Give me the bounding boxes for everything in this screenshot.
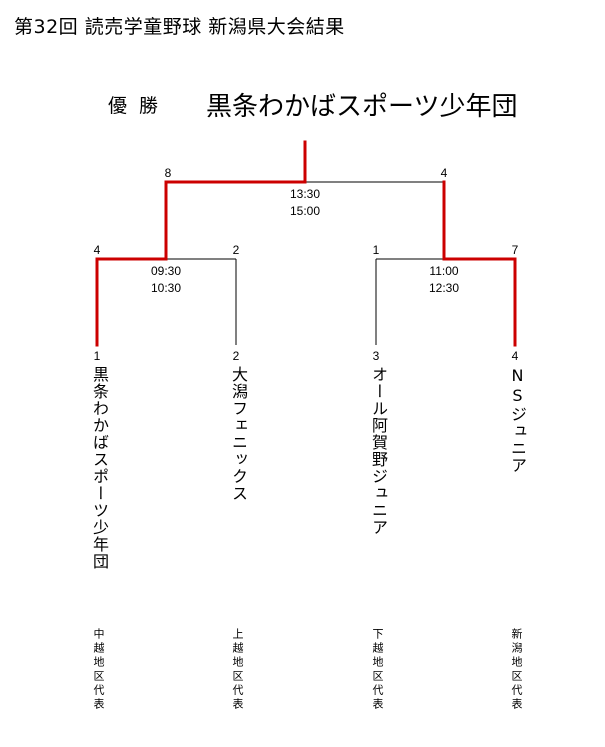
team4-name: NSジュニア (508, 366, 527, 474)
semi1-time-end: 10:30 (150, 281, 182, 295)
team1-seed: 1 (93, 349, 101, 363)
semi2-time-block: 11:00 12:30 (414, 263, 474, 297)
semi2-score-left: 1 (372, 243, 380, 257)
team4-region: 新潟地区代表 (510, 628, 523, 712)
team2-name: 大潟フェニックス (229, 366, 248, 502)
champion-team-name: 黒条わかばスポーツ少年団 (206, 92, 518, 122)
team4-seed: 4 (511, 349, 519, 363)
final-time-block: 13:30 15:00 (275, 186, 335, 220)
semi2-time-start: 11:00 (429, 264, 459, 278)
team3-name: オール阿賀野ジュニア (369, 366, 388, 536)
final-time-start: 13:30 (289, 187, 321, 201)
semi1-time-start: 09:30 (150, 264, 182, 278)
semi2-score-right: 7 (511, 243, 519, 257)
team2-seed: 2 (232, 349, 240, 363)
team3-region: 下越地区代表 (371, 628, 384, 712)
team2-region: 上越地区代表 (231, 628, 244, 712)
team1-name: 黒条わかばスポーツ少年団 (90, 366, 109, 570)
semi1-score-right: 2 (232, 243, 240, 257)
team1-region: 中越地区代表 (92, 628, 105, 712)
semi2-time-end: 12:30 (428, 281, 460, 295)
semi1-score-left: 4 (93, 243, 101, 257)
semi1-time-block: 09:30 10:30 (136, 263, 196, 297)
team3-seed: 3 (372, 349, 380, 363)
final-time-end: 15:00 (289, 204, 321, 218)
page-title: 第32回 読売学童野球 新潟県大会結果 (14, 16, 345, 38)
final-score-right: 4 (440, 166, 448, 180)
final-score-left: 8 (164, 166, 172, 180)
champion-label: 優勝 (108, 95, 171, 117)
